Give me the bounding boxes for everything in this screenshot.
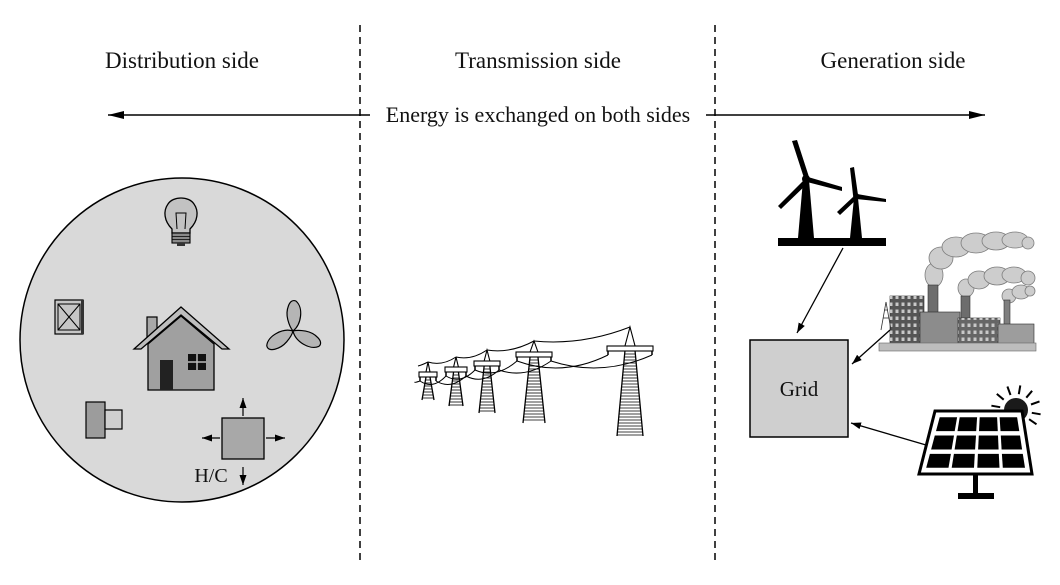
window-icon [54,299,84,335]
power-line-wire [414,380,421,383]
ground-wire [427,356,457,364]
transmission-tower-icon [606,324,654,437]
solar-cell [1000,435,1023,450]
wind-to-grid-arrow [796,247,844,334]
grid-label: Grid [780,377,819,401]
heating-cooling-unit-icon: H/C [194,398,285,487]
solar-cell [954,435,976,450]
distribution-side-title: Distribution side [105,48,259,73]
appliance-icon [85,401,123,439]
sun-ray [1030,400,1040,406]
power-line-wire [474,360,518,374]
grid-node: Grid [749,339,849,438]
hc-label: H/C [194,465,227,487]
energy-exchange-label: Energy is exchanged on both sides [386,102,690,127]
solar-to-grid-arrow [850,422,927,446]
solar-cell [931,435,954,450]
sun-ray [1028,418,1038,426]
power-line-wire [419,375,447,385]
factory-mast [880,301,892,331]
solar-cell [977,453,1000,468]
power-line-wire [516,354,609,369]
sun-ray [991,404,1001,409]
house-icon [132,306,231,391]
transmission-tower-icon [444,356,468,407]
fan-icon [266,299,322,351]
solar-cell [999,417,1020,432]
energy-exchange-arrow: Energy is exchanged on both sides [108,102,985,127]
light-bulb-icon [164,197,198,246]
grid-box [749,339,849,438]
sun-ray [1006,386,1012,396]
transmission-line [414,324,654,437]
ground-wire [455,349,488,359]
distribution-consumer-area: H/C [19,177,345,503]
sun-ray [1017,385,1022,395]
solar-cell [951,453,975,468]
solar-cell [978,435,999,450]
smoke [924,231,1036,304]
solar-panel-pole [973,475,978,494]
ground-wire [417,361,429,367]
transmission-tower-icon [515,339,553,424]
wind-turbine-icon [778,140,886,246]
sun-ray [1031,411,1041,416]
power-plant-icon [878,231,1037,352]
house-window [188,354,206,370]
solar-cell [957,417,978,432]
power-line-wire [498,360,552,374]
house-door [160,360,173,390]
transmission-side-title: Transmission side [455,48,621,73]
generation-side-title: Generation side [821,48,966,73]
sun-ray [1025,390,1033,399]
power-line-wire [435,375,467,385]
transmission-tower-icon [473,347,501,414]
factory-ground [878,342,1037,352]
power-lines [414,326,653,385]
power-line-wire [550,354,653,369]
sun-ray [996,393,1005,401]
solar-cell [936,417,958,432]
power-line-wire [445,369,476,380]
factory-buildings [889,295,1035,348]
house-roof [132,306,231,350]
solar-cell [979,417,998,432]
turbine-base [778,238,886,246]
solar-panel-base [958,493,994,499]
solar-cell [1001,453,1025,468]
ground-wire [486,340,535,352]
plant-to-grid-arrow [851,329,891,365]
transmission-tower-icon [418,361,438,401]
ground-wire [533,326,631,343]
solar-panel-icon [917,409,1034,499]
solar-cell [926,453,951,468]
